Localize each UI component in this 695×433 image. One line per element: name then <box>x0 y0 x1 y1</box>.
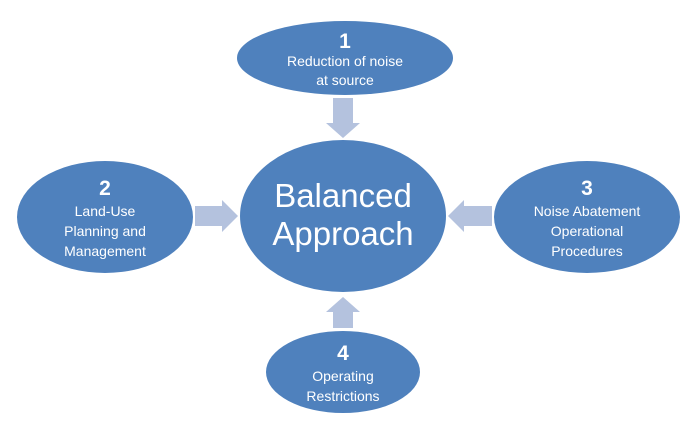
node-1-label-line-1: Reduction of noise <box>287 53 403 69</box>
node-3-label-line-2: Operational <box>551 223 623 239</box>
center-node-label-line-1: Balanced <box>274 177 412 214</box>
arrow-left-to-center <box>195 200 238 232</box>
node-2-shape <box>17 161 193 273</box>
arrow-right-to-center <box>448 200 492 232</box>
node-2-land-use-planning: 2 Land-Use Planning and Management <box>17 161 193 273</box>
arrow-bottom-to-center <box>326 297 360 328</box>
node-3-noise-abatement: 3 Noise Abatement Operational Procedures <box>494 161 680 273</box>
node-2-label-line-1: Land-Use <box>75 203 136 219</box>
node-2-label-line-2: Planning and <box>64 223 146 239</box>
node-4-label-line-2: Restrictions <box>306 388 379 404</box>
node-1-shape <box>237 21 453 95</box>
node-4-number: 4 <box>337 342 349 365</box>
node-4-operating-restrictions: 4 Operating Restrictions <box>266 331 420 413</box>
node-4-label-line-1: Operating <box>312 368 373 384</box>
node-3-label-line-1: Noise Abatement <box>534 203 641 219</box>
node-2-number: 2 <box>99 177 111 200</box>
node-4-shape <box>266 331 420 413</box>
node-1-number: 1 <box>339 30 351 53</box>
node-3-number: 3 <box>581 177 593 200</box>
node-3-label-line-3: Procedures <box>551 243 623 259</box>
node-1-reduction-of-noise: 1 Reduction of noise at source <box>237 21 453 95</box>
node-1-label-line-2: at source <box>316 72 374 88</box>
arrow-top-to-center <box>326 98 360 138</box>
node-3-shape <box>494 161 680 273</box>
center-node-label-line-2: Approach <box>272 215 413 252</box>
node-2-label-line-3: Management <box>64 243 146 259</box>
center-node-shape <box>240 140 446 292</box>
center-node: Balanced Approach <box>240 140 446 292</box>
